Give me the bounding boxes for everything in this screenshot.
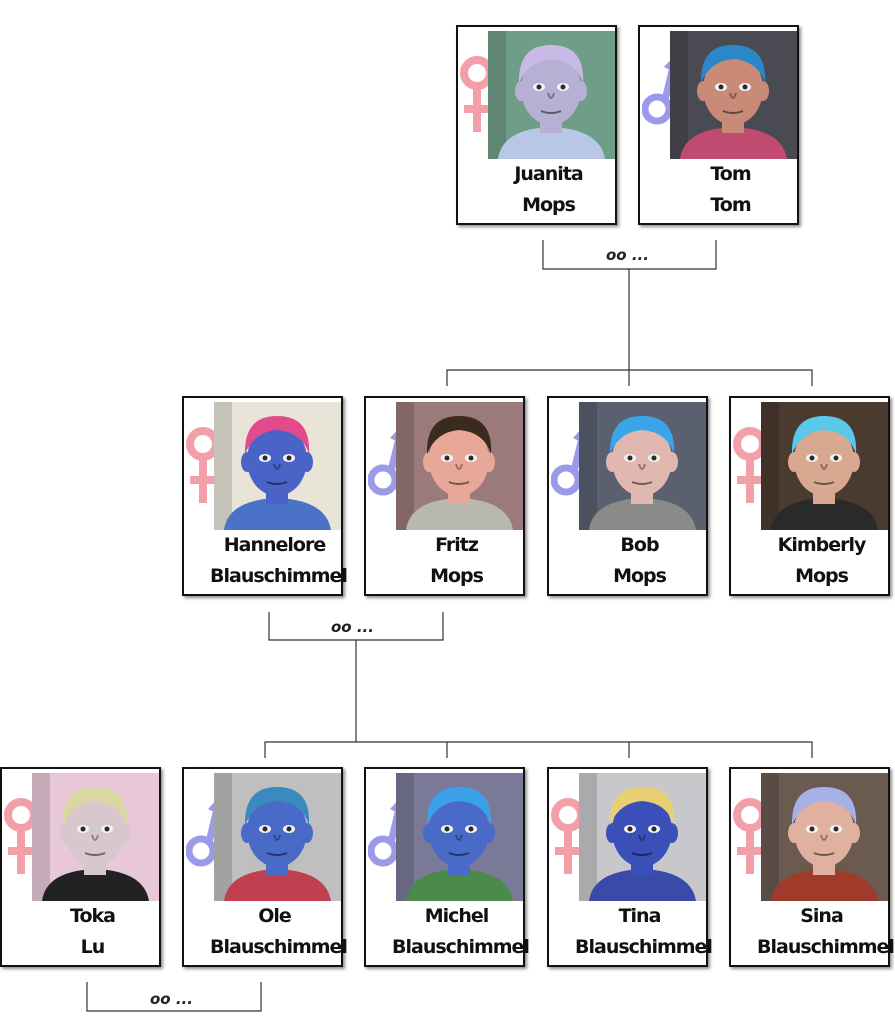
- last-name: Blauschimmel: [575, 936, 713, 958]
- marriage-label: oo ...: [331, 618, 374, 636]
- last-name: Mops: [613, 565, 667, 587]
- portrait-image: [488, 31, 615, 159]
- portrait-image: [761, 773, 888, 901]
- last-name: Mops: [795, 565, 849, 587]
- last-name: Blauschimmel: [210, 565, 348, 587]
- first-name: Hannelore: [223, 534, 326, 556]
- last-name: Blauschimmel: [757, 936, 895, 958]
- portrait-image: [670, 31, 797, 159]
- last-name: Lu: [80, 936, 106, 958]
- last-name: Tom: [710, 194, 751, 216]
- portrait-image: [761, 402, 888, 530]
- last-name: Mops: [522, 194, 576, 216]
- last-name: Mops: [430, 565, 484, 587]
- first-name: Toka: [70, 905, 116, 927]
- first-name: Michel: [424, 905, 490, 927]
- portrait-image: [214, 402, 341, 530]
- portrait-image: [579, 402, 706, 530]
- portrait-image: [396, 402, 523, 530]
- first-name: Kimberly: [777, 534, 867, 556]
- first-name: Bob: [620, 534, 659, 556]
- last-name: Blauschimmel: [392, 936, 530, 958]
- last-name: Blauschimmel: [210, 936, 348, 958]
- first-name: Ole: [258, 905, 292, 927]
- marriage-label: oo ...: [606, 246, 649, 264]
- portrait-image: [396, 773, 523, 901]
- portrait-image: [579, 773, 706, 901]
- marriage-label: oo ...: [150, 990, 193, 1008]
- portrait-image: [32, 773, 159, 901]
- first-name: Juanita: [514, 163, 583, 185]
- first-name: Fritz: [435, 534, 479, 556]
- first-name: Tina: [618, 905, 662, 927]
- portrait-image: [214, 773, 341, 901]
- first-name: Sina: [800, 905, 844, 927]
- first-name: Tom: [710, 163, 751, 185]
